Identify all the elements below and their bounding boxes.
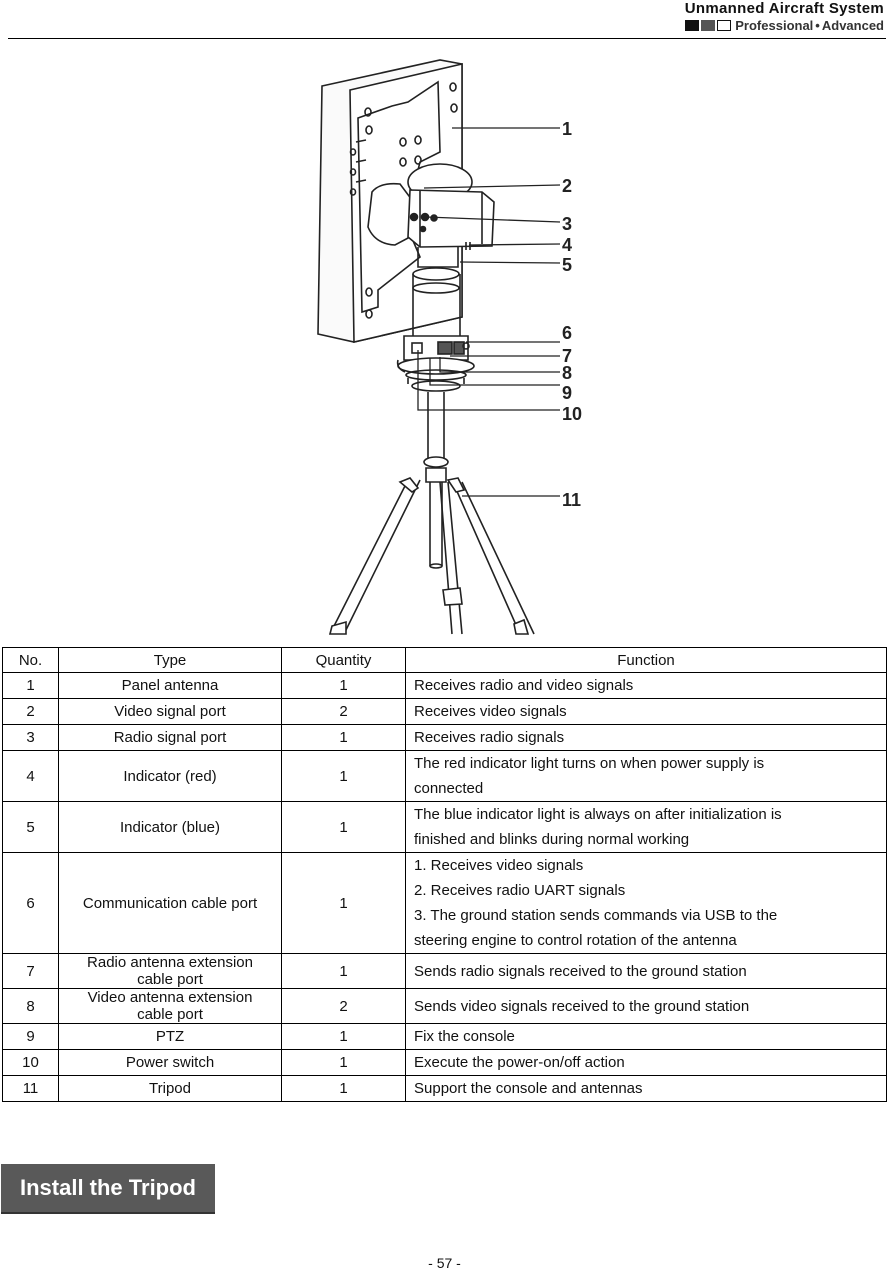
callout-2: 2 [562,176,572,196]
function-line: The blue indicator light is always on af… [414,806,782,823]
cell-function: Sends radio signals received to the grou… [405,953,887,989]
cell-type: Radio signal port [58,724,282,751]
type-line: cable port [137,971,203,988]
function-line: steering engine to control rotation of t… [414,932,737,949]
table-row: 4 Indicator (red) 1 The red indicator li… [2,750,887,802]
cell-no: 9 [2,1023,59,1050]
cell-function: Support the console and antennas [405,1075,887,1102]
cell-function: Receives radio signals [405,724,887,751]
table-row: 2 Video signal port 2 Receives video sig… [2,698,887,725]
cell-type: Video signal port [58,698,282,725]
callout-5: 5 [562,255,572,275]
cell-quantity: 2 [281,988,406,1024]
type-line: Video antenna extension [87,989,253,1006]
cell-no: 6 [2,852,59,954]
antenna-line-drawing: 1 2 3 4 5 6 7 8 9 10 11 [317,59,582,635]
cell-function: Fix the console [405,1023,887,1050]
table-header-row: No. Type Quantity Function [2,647,887,673]
table-row: 7 Radio antenna extension cable port 1 S… [2,953,887,989]
cell-function: Receives video signals [405,698,887,725]
table-row: 6 Communication cable port 1 1. Receives… [2,852,887,954]
header-subtitle-a: Professional [735,18,814,33]
black-square-icon [685,20,700,31]
callout-1: 1 [562,119,572,139]
cell-function: 1. Receives video signals 2. Receives ra… [405,852,887,954]
page-header: Unmanned Aircraft System Professional • … [8,0,886,39]
cell-type: Power switch [58,1049,282,1076]
cell-function: The blue indicator light is always on af… [405,801,887,853]
install-tripod-heading[interactable]: Install the Tripod [1,1164,215,1214]
function-line: connected [414,780,484,797]
cell-no: 4 [2,750,59,802]
cell-no: 10 [2,1049,59,1076]
table-row: 5 Indicator (blue) 1 The blue indicator … [2,801,887,853]
gray-square-icon [701,20,716,31]
callout-9: 9 [562,383,572,403]
cell-quantity: 1 [281,1075,406,1102]
table-row: 8 Video antenna extension cable port 2 S… [2,988,887,1024]
component-table: No. Type Quantity Function 1 Panel anten… [2,647,887,1102]
header-title: Unmanned Aircraft System [684,0,884,17]
col-header-function: Function [405,647,887,673]
callout-11: 11 [562,490,581,510]
cell-type: Indicator (red) [58,750,282,802]
cell-no: 2 [2,698,59,725]
cell-quantity: 1 [281,801,406,853]
cell-type: PTZ [58,1023,282,1050]
cell-type: Video antenna extension cable port [58,988,282,1024]
cell-no: 1 [2,672,59,699]
table-row: 9 PTZ 1 Fix the console [2,1023,887,1050]
callout-3: 3 [562,214,572,234]
col-header-quantity: Quantity [281,647,406,673]
antenna-assembly-figure: 1 2 3 4 5 6 7 8 9 10 11 [0,42,889,638]
cell-type: Tripod [58,1075,282,1102]
cell-quantity: 2 [281,698,406,725]
cell-quantity: 1 [281,852,406,954]
function-line: The red indicator light turns on when po… [414,755,765,772]
callout-10: 10 [562,404,582,424]
cell-no: 5 [2,801,59,853]
callout-7: 7 [562,346,572,366]
type-line: Radio antenna extension [87,954,253,971]
cell-quantity: 1 [281,672,406,699]
cell-no: 7 [2,953,59,989]
cell-function: Sends video signals received to the grou… [405,988,887,1024]
col-header-type: Type [58,647,282,673]
function-line: finished and blinks during normal workin… [414,831,690,848]
header-subtitle: Professional • Advanced [685,18,884,33]
cell-quantity: 1 [281,1023,406,1050]
header-subtitle-b: Advanced [821,18,884,33]
col-header-no: No. [2,647,59,673]
cell-function: The red indicator light turns on when po… [405,750,887,802]
cell-no: 11 [2,1075,59,1102]
function-line: 3. The ground station sends commands via… [414,907,778,924]
cell-quantity: 1 [281,724,406,751]
type-line: cable port [137,1006,203,1023]
cell-function: Execute the power-on/off action [405,1049,887,1076]
cell-quantity: 1 [281,750,406,802]
cell-type: Radio antenna extension cable port [58,953,282,989]
function-line: 1. Receives video signals [414,857,584,874]
cell-type: Indicator (blue) [58,801,282,853]
table-row: 11 Tripod 1 Support the console and ante… [2,1075,887,1102]
cell-quantity: 1 [281,953,406,989]
table-row: 3 Radio signal port 1 Receives radio sig… [2,724,887,751]
cell-no: 8 [2,988,59,1024]
callout-6: 6 [562,323,572,343]
header-separator: • [815,18,820,33]
callout-8: 8 [562,363,572,383]
white-square-icon [717,20,732,31]
cell-type: Communication cable port [58,852,282,954]
table-row: 10 Power switch 1 Execute the power-on/o… [2,1049,887,1076]
cell-function: Receives radio and video signals [405,672,887,699]
cell-type: Panel antenna [58,672,282,699]
cell-quantity: 1 [281,1049,406,1076]
cell-no: 3 [2,724,59,751]
callout-4: 4 [562,235,572,255]
page-number: - 57 - [428,1255,461,1271]
function-line: 2. Receives radio UART signals [414,882,626,899]
table-row: 1 Panel antenna 1 Receives radio and vid… [2,672,887,699]
